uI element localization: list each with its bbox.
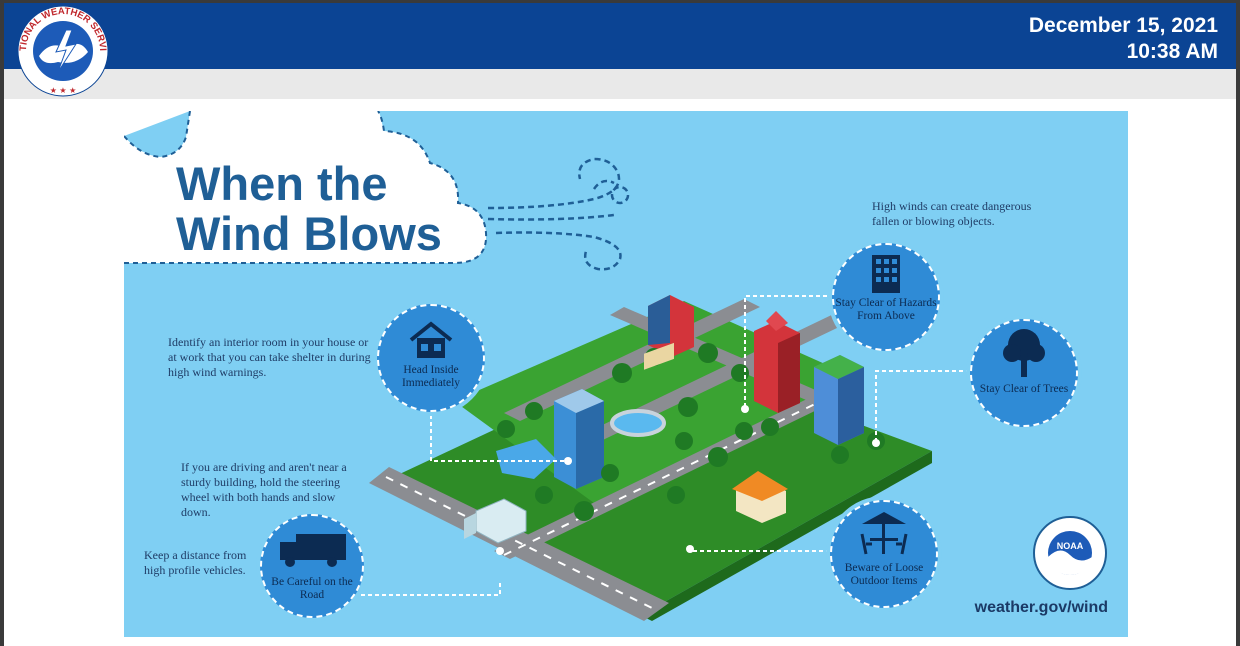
tip-clear-trees: Stay Clear of Trees xyxy=(970,319,1078,427)
building-tower-red xyxy=(754,311,800,413)
building-icon xyxy=(872,255,900,293)
infographic-art xyxy=(124,111,970,621)
building-blue-right xyxy=(814,355,864,445)
noaa-logo-text: NOAA xyxy=(1057,541,1084,551)
tip-head-inside: Head Inside Immediately xyxy=(377,304,485,412)
connector-lines xyxy=(360,295,970,596)
title-cloud xyxy=(124,111,487,263)
tip-label: Stay Clear of Trees xyxy=(979,383,1069,395)
intro-text: High winds can create dangerous fallen o… xyxy=(872,199,1032,228)
tip-label: Be Careful on the Road xyxy=(271,576,353,601)
tip-loose-items: Beware of Loose Outdoor Items xyxy=(830,500,938,608)
datetime-display: December 15, 2021 10:38 AM xyxy=(1029,13,1218,65)
tip-label: Beware of Loose Outdoor Items xyxy=(844,562,924,587)
truck xyxy=(464,498,527,544)
nws-logo: NATIONAL WEATHER SERVICE ★ ★ ★ xyxy=(10,4,109,97)
shelter-text: Identify an interior room in your house … xyxy=(168,335,371,379)
patio-table-icon xyxy=(860,512,908,555)
sub-bar xyxy=(4,69,1236,99)
driving-text: If you are driving and aren't near a stu… xyxy=(181,460,347,519)
tip-label: Head Inside Immediately xyxy=(401,364,461,389)
infographic-title: When the Wind Blows xyxy=(176,159,442,259)
city-illustration xyxy=(369,295,932,621)
building-back xyxy=(648,295,694,357)
wind-swirl-icon xyxy=(487,157,630,271)
noaa-logo: NOAA xyxy=(1033,516,1107,590)
svg-text:★ ★ ★: ★ ★ ★ xyxy=(50,86,77,95)
house xyxy=(732,471,788,523)
wind-infographic: When the Wind Blows High winds can creat… xyxy=(124,111,1128,637)
tip-careful-road: Be Careful on the Road xyxy=(260,514,364,618)
tree-icon xyxy=(1003,329,1045,377)
tip-label: Stay Clear of Hazards From Above xyxy=(835,297,937,322)
time-text: 10:38 AM xyxy=(1126,40,1218,63)
tip-hazards-above: Stay Clear of Hazards From Above xyxy=(832,243,940,351)
header-bar xyxy=(4,3,1236,69)
title-line-1: When the xyxy=(176,157,388,210)
house-icon xyxy=(409,321,453,358)
building-center xyxy=(554,389,604,489)
website-url: weather.gov/wind xyxy=(974,599,1108,616)
title-line-2: Wind Blows xyxy=(176,207,442,260)
truck-icon xyxy=(280,534,346,567)
date-text: December 15, 2021 xyxy=(1028,14,1218,37)
distance-text: Keep a distance from high profile vehicl… xyxy=(144,548,247,577)
